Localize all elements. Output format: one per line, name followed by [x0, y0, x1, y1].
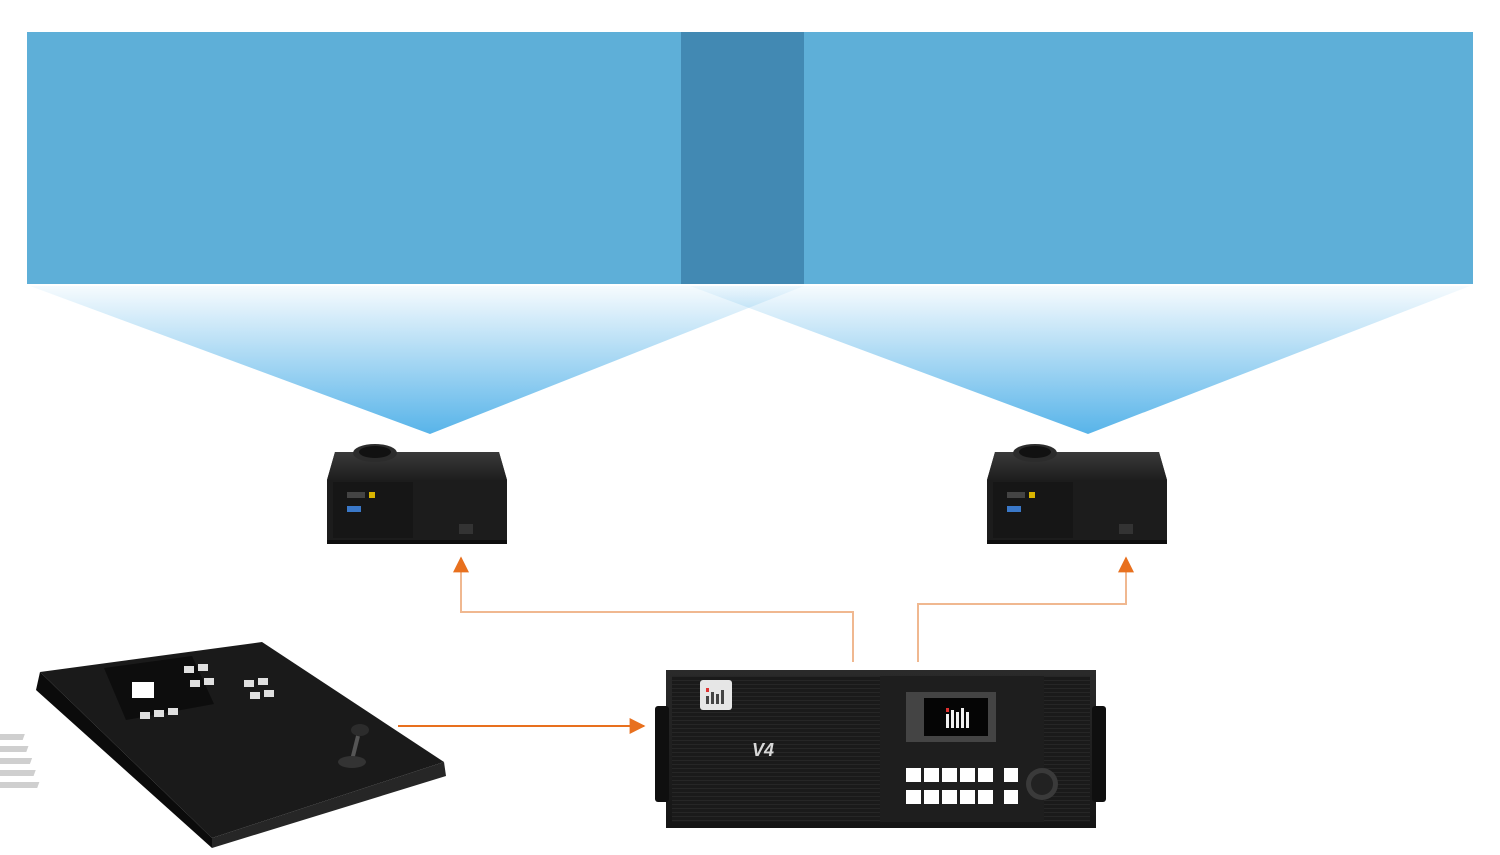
projection-screen — [27, 32, 1473, 284]
screen-right-image — [804, 32, 1473, 284]
processor-to-right-projector-line — [917, 556, 1134, 662]
control-console-icon — [0, 642, 446, 848]
left-projection-beam — [30, 286, 804, 434]
projector-icon — [987, 444, 1167, 544]
left-projector — [327, 444, 507, 544]
video-processor: V4 — [655, 670, 1106, 828]
processor-to-left-projector-line — [453, 556, 854, 662]
control-console — [0, 642, 446, 848]
screen-left-image — [27, 32, 681, 284]
screen-blend-overlap — [681, 32, 804, 284]
right-projector — [987, 444, 1167, 544]
right-projection-beam — [690, 286, 1470, 434]
projector-icon — [327, 444, 507, 544]
video-processor-icon: V4 — [655, 670, 1106, 828]
processor-model-label: V4 — [752, 740, 774, 760]
